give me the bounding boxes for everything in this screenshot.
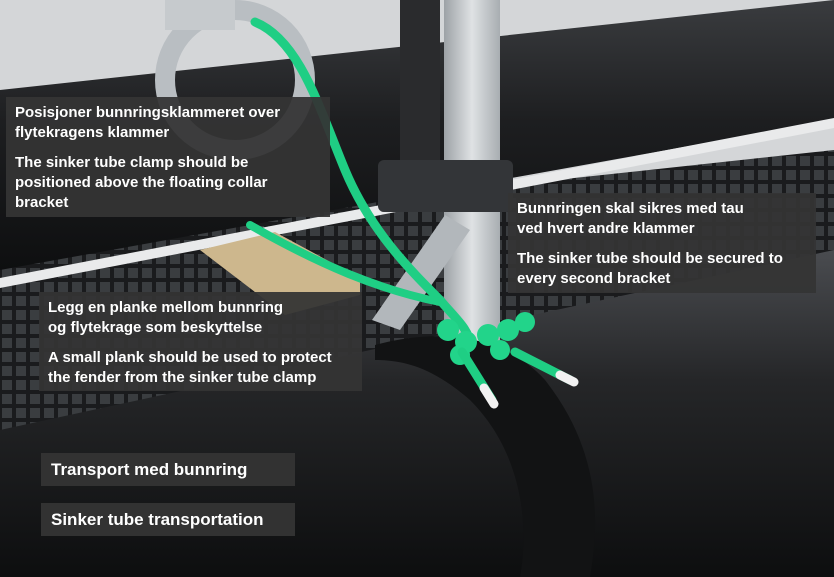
callout-plank-en: A small plank should be used to protect …: [48, 349, 332, 386]
callout-clamp-position-no: Posisjoner bunnringsklammeret over flyte…: [15, 104, 281, 141]
callout-clamp-position-en: The sinker tube clamp should be position…: [15, 154, 268, 211]
rope-knot: [437, 312, 535, 365]
callout-rope-secure: Bunnringen skal sikres med tau ved hvert…: [508, 193, 816, 293]
callout-rope-secure-en: The sinker tube should be secured to eve…: [517, 250, 783, 287]
sinker-tube-pipe: [0, 250, 834, 577]
callout-clamp-position: Posisjoner bunnringsklammeret over flyte…: [6, 97, 330, 217]
title-label-no: Transport med bunnring: [41, 453, 295, 486]
rope: [250, 17, 475, 350]
sinker-tube-clamp: [375, 336, 596, 577]
title-label-en: Sinker tube transportation: [41, 503, 295, 536]
callout-plank: Legg en planke mellom bunnring og flytek…: [39, 292, 362, 391]
callout-rope-secure-no: Bunnringen skal sikres med tau ved hvert…: [517, 200, 744, 237]
callout-plank-no: Legg en planke mellom bunnring og flytek…: [48, 299, 284, 336]
